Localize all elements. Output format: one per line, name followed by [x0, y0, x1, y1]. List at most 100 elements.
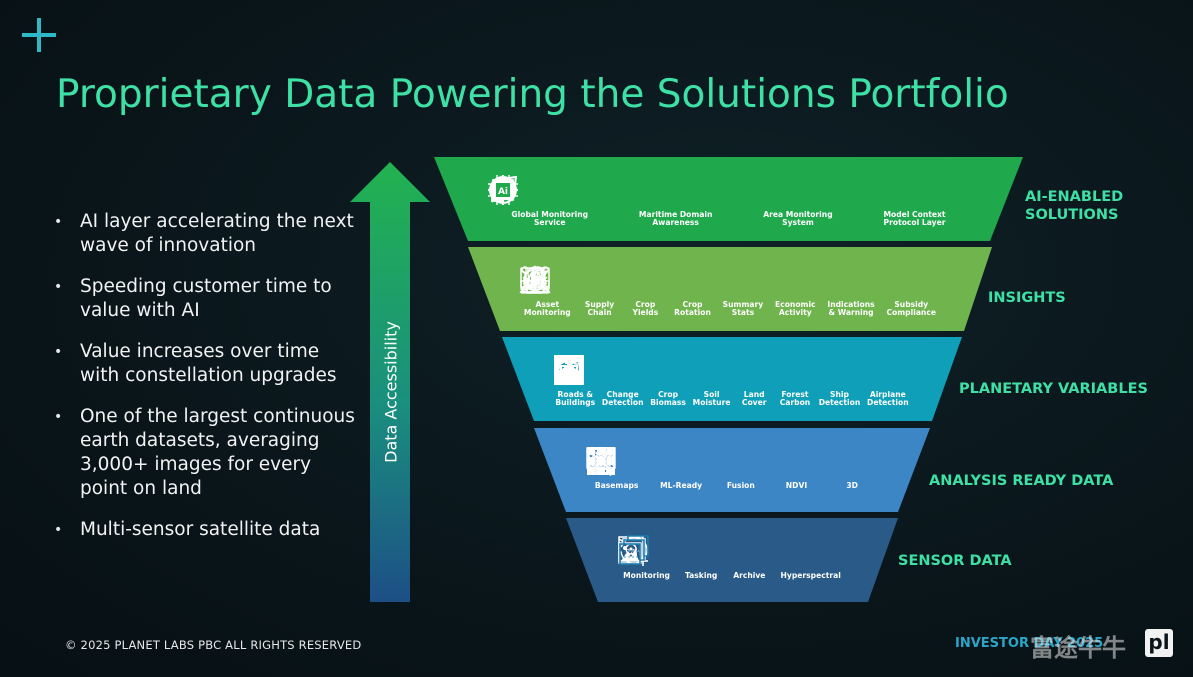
- bullet-item: One of the largest continuous earth data…: [52, 405, 362, 501]
- flask-icon: [555, 353, 685, 387]
- tier-item-label: 3D: [846, 481, 858, 490]
- tier-items: Asset Monitoring Supply Chain Crop Yields C…: [518, 263, 942, 318]
- funnel-tier: Global Monitoring Service Maritime Domain…: [434, 157, 1023, 241]
- tier-item-label: Monitoring: [623, 571, 670, 580]
- tier-item-label: Crop Biomass: [650, 390, 686, 408]
- tier-items: Global Monitoring Service Maritime Domain…: [486, 173, 971, 228]
- tier-item: Crop Biomass: [555, 353, 686, 408]
- tier-item: Archive: [618, 534, 766, 580]
- copyright-footer: © 2025 PLANET LABS PBC ALL RIGHTS RESERV…: [65, 638, 362, 652]
- funnel-tier: Asset Monitoring Supply Chain Crop Yields C…: [468, 247, 992, 331]
- check-icon: [521, 263, 928, 297]
- bullet-item: Speeding customer time to value with AI: [52, 275, 362, 323]
- tier-label: INSIGHTS: [988, 290, 1066, 306]
- warning-icon: [519, 263, 868, 297]
- tier-item-label: Economic Activity: [775, 300, 816, 318]
- tier-item: Land Cover: [554, 353, 771, 408]
- ship-icon: [555, 353, 856, 387]
- tier-item: Tasking: [618, 534, 718, 580]
- tier-item-label: Airplane Detection: [867, 390, 909, 408]
- economic-hand-icon: $: [521, 263, 812, 297]
- supply-chain-icon: [520, 263, 617, 297]
- tier-item: Crop Yields: [522, 263, 662, 318]
- ai-chip-icon: Ai: [488, 173, 932, 207]
- image-stack-icon: [618, 534, 766, 568]
- tier-item-label: Crop Rotation: [674, 300, 711, 318]
- tier-label: PLANETARY VARIABLES: [959, 381, 1148, 397]
- tier-item-label: NDVI: [785, 481, 808, 490]
- ndvi-grid-icon: [587, 444, 813, 478]
- tier-item: Crop Rotation: [523, 263, 711, 318]
- funnel-tier-band: [502, 337, 962, 421]
- tier-item-label: Global Monitoring Service: [511, 210, 589, 228]
- funnel-tier-shape: [434, 157, 1023, 241]
- fusion-icon: [587, 444, 758, 478]
- tier-item: Subsidy Compliance: [521, 263, 936, 318]
- tier-item: NDVI: [587, 444, 813, 490]
- page-title: Proprietary Data Powering the Solutions …: [56, 72, 1009, 118]
- data-accessibility-arrow: [350, 162, 430, 602]
- tier-item: Indications & Warning: [519, 263, 875, 318]
- tier-item: Soil Moisture: [558, 353, 731, 408]
- funnel-tier-band: [468, 247, 992, 331]
- tier-label: ANALYSIS READY DATA: [929, 473, 1114, 489]
- tier-item-label: Supply Chain: [584, 300, 615, 318]
- tier-item-label: Maritime Domain Awareness: [638, 210, 713, 228]
- target-frame-icon: [618, 534, 718, 568]
- investor-day-label: INVESTOR DAY 2025: [955, 636, 1104, 651]
- funnel-tier-shape: [502, 337, 962, 421]
- tier-item: Summary Stats: [520, 263, 764, 318]
- tier-item: Fusion: [587, 444, 758, 490]
- watermark: 富途牛牛: [1030, 634, 1126, 662]
- svg-text:Ai: Ai: [498, 187, 508, 197]
- funnel-tier-band: [434, 157, 1023, 241]
- tier-items: Roads & Buildings Change Detection Crop Bi…: [552, 353, 912, 408]
- globe-icon: [489, 173, 567, 207]
- tier-item-label: Fusion: [726, 481, 755, 490]
- tier-item: Ship Detection: [555, 353, 860, 408]
- tier-item-label: Crop Yields: [632, 300, 659, 318]
- cube-3d-icon: [588, 444, 869, 478]
- funnel-tier-shape: [468, 247, 992, 331]
- tier-label: SENSOR DATA: [898, 553, 1012, 569]
- tree-icon: C: [554, 353, 812, 387]
- tier-item-label: Tasking: [684, 571, 718, 580]
- tier-item-label: Subsidy Compliance: [886, 300, 936, 318]
- bullet-item: Value increases over time with constella…: [52, 340, 362, 388]
- tier-item: Airplane Detection: [555, 353, 909, 408]
- tier-item-label: Area Monitoring System: [763, 210, 833, 228]
- tier-item: Supply Chain: [520, 263, 617, 318]
- arrow-label: Data Accessibility: [381, 321, 401, 463]
- tier-item: Area Monitoring System: [491, 173, 833, 228]
- tier-item-label: Indications & Warning: [827, 300, 875, 318]
- funnel-tier-band: [534, 428, 930, 512]
- funnel-tier: Roads & Buildings Change Detection Crop Bi…: [502, 337, 962, 421]
- tier-item-label: Asset Monitoring: [523, 300, 571, 318]
- tier-label: AI-ENABLED SOLUTIONS: [1025, 189, 1124, 223]
- tier-item-label: Change Detection: [601, 390, 644, 408]
- tier-item-label: Model Context Protocol Layer: [883, 210, 946, 228]
- bullet-item: AI layer accelerating the next wave of i…: [52, 210, 362, 258]
- tier-item: Maritime Domain Awareness: [488, 173, 713, 228]
- tier-item-label: Roads & Buildings: [555, 390, 596, 408]
- svg-text:C: C: [577, 358, 581, 365]
- tier-item-label: Land Cover: [741, 390, 767, 408]
- stats-screen-icon: [520, 263, 760, 297]
- layers-icon: [619, 534, 828, 568]
- tier-item: Change Detection: [555, 353, 644, 408]
- plus-logo-icon: [22, 18, 56, 52]
- leaf-icon: [491, 173, 815, 207]
- tier-item-label: Summary Stats: [722, 300, 764, 318]
- rotation-icon: [523, 263, 710, 297]
- land-map-icon: [554, 353, 771, 387]
- tier-item: 01011010ML-Ready: [586, 444, 702, 490]
- tier-item-label: Soil Moisture: [692, 390, 731, 408]
- ship-wheel-icon: [488, 173, 693, 207]
- tier-item-label: Basemaps: [594, 481, 639, 490]
- tier-item-label: Hyperspectral: [780, 571, 841, 580]
